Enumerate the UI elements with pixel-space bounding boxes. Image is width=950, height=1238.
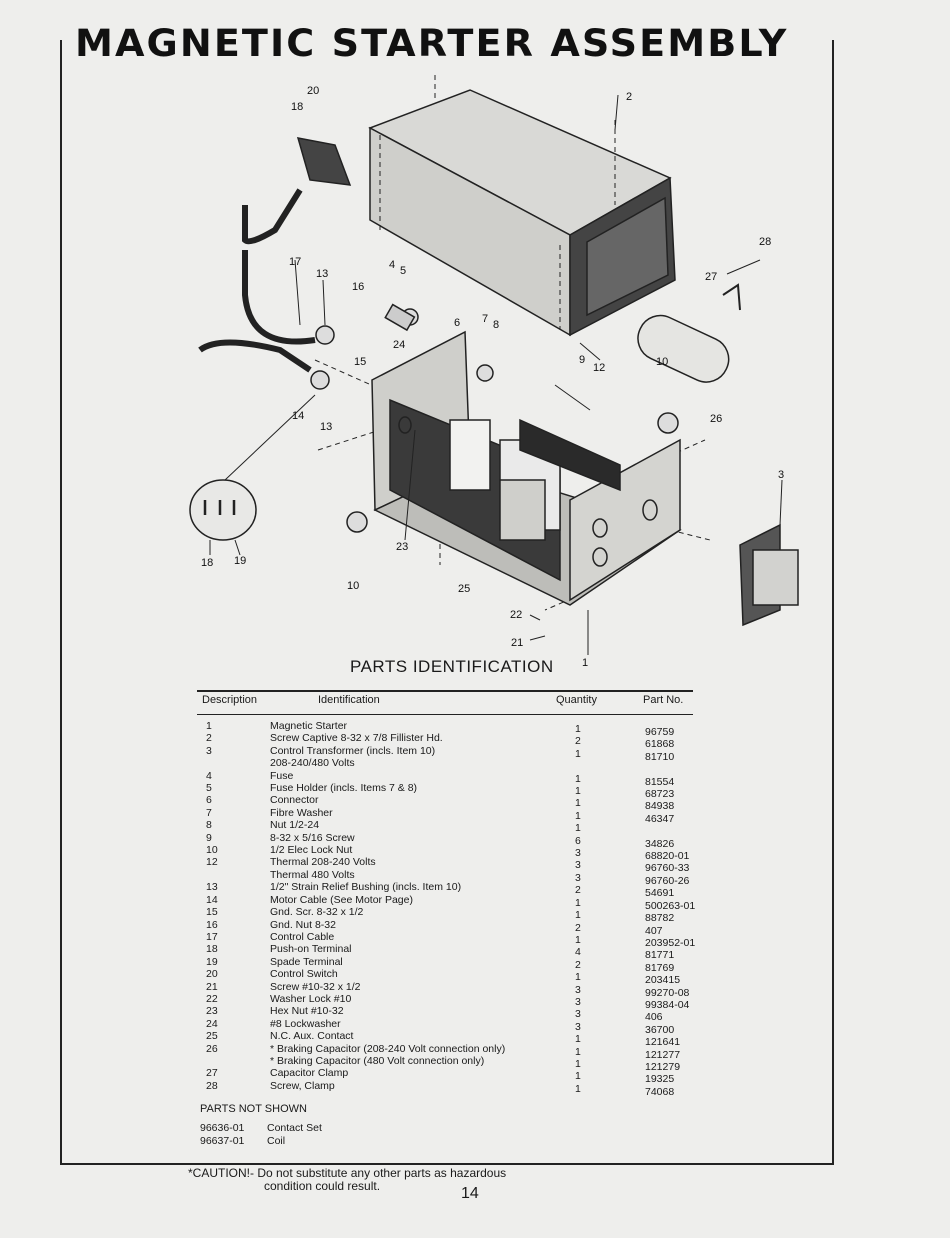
callout-17: 17 <box>289 256 301 268</box>
callout-1: 1 <box>582 657 588 669</box>
part-number: 96637-01 <box>200 1134 245 1147</box>
callout-8: 8 <box>493 319 499 331</box>
part-name: Contact Set <box>267 1122 322 1134</box>
exploded-view-diagram: 20 18 2 28 27 17 13 4 5 16 6 7 8 15 24 9… <box>189 75 799 669</box>
callout-18: 18 <box>291 101 303 113</box>
column-part-no: 96759 61868 81710 81554 68723 84938 4634… <box>645 726 696 1098</box>
column-quantity: 1 2 1 1 1 1 1 1 6 3 3 3 2 1 1 2 1 4 2 1 … <box>575 723 581 1095</box>
page-number: 14 <box>461 1185 479 1202</box>
parts-identification-heading: PARTS IDENTIFICATION <box>350 657 554 676</box>
callout-12: 12 <box>593 362 605 374</box>
callout-24: 24 <box>393 339 405 351</box>
callout-21: 21 <box>511 637 523 649</box>
callout-28: 28 <box>759 236 771 248</box>
column-identification: Magnetic Starter Screw Captive 8-32 x 7/… <box>270 720 506 1092</box>
callout-15: 15 <box>354 356 366 368</box>
parts-not-shown-list: 96636-01 Contact Set 96637-01 Coil <box>200 1122 322 1147</box>
page-title: MAGNETIC STARTER ASSEMBLY <box>75 22 789 65</box>
table-header-rule <box>197 714 693 715</box>
callout-27: 27 <box>705 271 717 283</box>
page-frame-left <box>60 40 62 1165</box>
header-identification: Identification <box>318 694 380 706</box>
callout-23: 23 <box>396 541 408 553</box>
caution-line-2: condition could result. <box>264 1179 381 1193</box>
page-frame-right <box>832 40 834 1165</box>
callout-22: 22 <box>510 609 522 621</box>
callout-19: 19 <box>234 555 246 567</box>
caution-note: *CAUTION!- Do not substitute any other p… <box>188 1167 506 1193</box>
header-description: Description <box>202 694 258 706</box>
callout-13: 13 <box>316 268 328 280</box>
callout-4: 4 <box>389 259 395 271</box>
header-part-no: Part No. <box>643 694 684 706</box>
enclosure-right <box>569 438 681 602</box>
page-frame-bottom <box>60 1163 834 1165</box>
list-item: 96636-01 Contact Set <box>200 1122 322 1135</box>
callout-6: 6 <box>454 317 460 329</box>
part-number: 96636-01 <box>200 1122 245 1134</box>
callout-13b: 13 <box>320 421 332 433</box>
parts-not-shown-title: PARTS NOT SHOWN <box>200 1103 307 1115</box>
header-quantity: Quantity <box>556 694 597 706</box>
caution-line-1: *CAUTION!- Do not substitute any other p… <box>188 1166 507 1180</box>
callout-2: 2 <box>626 91 632 103</box>
callout-14: 14 <box>292 410 304 422</box>
column-description: 1 2 3 4 5 6 7 8 9 10 12 13 14 15 16 17 1… <box>206 720 218 1092</box>
list-item: 96637-01 Coil <box>200 1135 322 1148</box>
callout-10: 10 <box>656 356 668 368</box>
callout-9: 9 <box>579 354 585 366</box>
callout-18b: 18 <box>201 557 213 569</box>
callout-10b: 10 <box>347 580 359 592</box>
callout-20: 20 <box>307 85 319 97</box>
callout-5: 5 <box>400 265 406 277</box>
callout-16: 16 <box>352 281 364 293</box>
part-name: Coil <box>267 1134 286 1147</box>
callout-26: 26 <box>710 413 722 425</box>
table-top-rule <box>197 690 693 692</box>
callout-7: 7 <box>482 313 488 325</box>
callout-25: 25 <box>458 583 470 595</box>
callout-3: 3 <box>778 469 784 481</box>
